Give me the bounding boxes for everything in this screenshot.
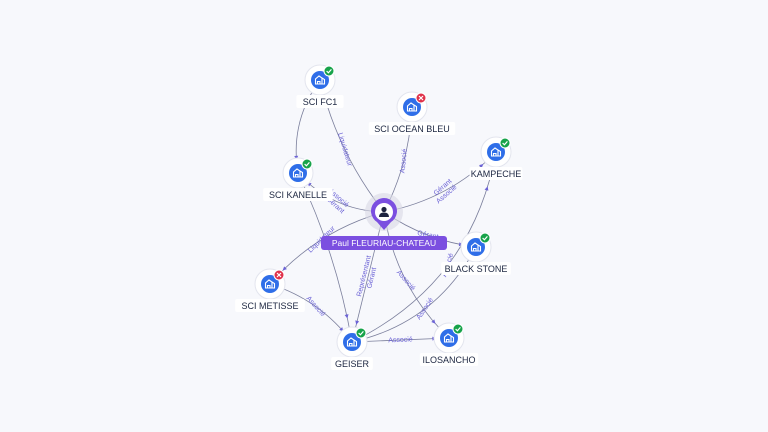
node-label-background bbox=[296, 95, 344, 108]
check-badge-icon bbox=[301, 158, 313, 170]
edge-label: Liquidateur bbox=[336, 132, 353, 168]
check-badge-icon bbox=[355, 327, 367, 339]
building-icon bbox=[346, 337, 358, 347]
company-node-ilosancho[interactable]: ILOSANCHO bbox=[419, 322, 479, 366]
company-node-kampeche[interactable]: KAMPECHE bbox=[469, 136, 523, 180]
company-node-black-stone[interactable]: BLACK STONE bbox=[441, 231, 511, 275]
center-name-label: Paul FLEURIAU-CHATEAU bbox=[332, 238, 436, 248]
building-icon bbox=[443, 333, 455, 343]
check-badge-icon bbox=[499, 137, 511, 149]
edge-label: Associé bbox=[395, 269, 416, 292]
edge-arrow-icon bbox=[479, 163, 484, 169]
company-name-label: BLACK STONE bbox=[445, 264, 508, 274]
building-icon bbox=[490, 147, 502, 157]
company-name-label: ILOSANCHO bbox=[422, 355, 475, 365]
node-label-background bbox=[441, 262, 511, 275]
company-node-sci-fc1[interactable]: SCI FC1 bbox=[296, 64, 344, 108]
company-name-label: GEISER bbox=[335, 359, 370, 369]
edge-arrow-icon bbox=[282, 266, 287, 271]
check-badge-icon bbox=[479, 232, 491, 244]
node-label-background bbox=[263, 188, 333, 201]
edge-label: Associé bbox=[399, 148, 408, 173]
company-name-label: SCI FC1 bbox=[303, 97, 338, 107]
check-badge-icon bbox=[452, 323, 464, 335]
person-icon bbox=[379, 206, 389, 217]
edge-label: Gérant bbox=[366, 267, 378, 290]
building-icon bbox=[314, 75, 326, 85]
edge-arrow-icon bbox=[484, 186, 489, 191]
cross-badge-icon bbox=[273, 269, 285, 281]
company-node-geiser[interactable]: GEISER bbox=[331, 326, 373, 370]
building-icon bbox=[292, 168, 304, 178]
edge-label: Gérant bbox=[417, 230, 439, 241]
check-badge-icon bbox=[323, 65, 335, 77]
node-label-background bbox=[368, 122, 456, 135]
center-node[interactable]: Paul FLEURIAU-CHATEAU bbox=[321, 193, 447, 250]
company-node-sci-metisse[interactable]: SCI METISSE bbox=[235, 268, 305, 312]
edge-arrow-icon bbox=[344, 314, 349, 319]
edge-arrow-icon bbox=[431, 319, 436, 324]
company-name-label: KAMPECHE bbox=[471, 169, 522, 179]
node-label-background bbox=[469, 167, 523, 180]
company-name-label: SCI METISSE bbox=[241, 301, 298, 311]
node-label-background bbox=[419, 353, 479, 366]
building-icon bbox=[406, 102, 418, 112]
company-name-label: SCI OCEAN BLEU bbox=[374, 124, 450, 134]
cross-badge-icon bbox=[415, 92, 427, 104]
company-node-sci-ocean-bleu[interactable]: SCI OCEAN BLEU bbox=[368, 91, 456, 135]
edge-label: Associé bbox=[305, 295, 327, 318]
edge-label: Associé bbox=[388, 336, 413, 344]
company-node-sci-kanelle[interactable]: SCI KANELLE bbox=[263, 157, 333, 201]
building-icon bbox=[264, 279, 276, 289]
node-label-background bbox=[235, 299, 305, 312]
relationship-edge bbox=[383, 211, 450, 339]
edge-arrow-icon bbox=[355, 320, 360, 325]
building-icon bbox=[470, 242, 482, 252]
company-name-label: SCI KANELLE bbox=[269, 190, 327, 200]
node-label-background bbox=[331, 357, 373, 370]
edge-label: Associé bbox=[415, 297, 435, 321]
center-label-background bbox=[321, 236, 447, 250]
